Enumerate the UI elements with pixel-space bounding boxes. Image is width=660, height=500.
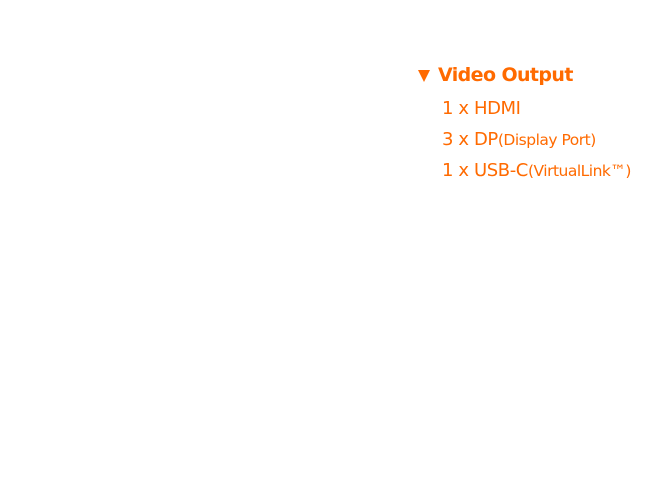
list-item: 3 x DP(Display Port) <box>442 124 658 155</box>
list-item: 1 x USB-C(VirtualLink™) <box>442 155 658 186</box>
video-output-title: Video Output <box>438 64 573 86</box>
video-output-list: 1 x HDMI 3 x DP(Display Port) 1 x USB-C(… <box>418 93 658 186</box>
output-port-label: 1 x HDMI <box>442 98 521 119</box>
video-output-section: Video Output 1 x HDMI 3 x DP(Display Por… <box>418 61 658 186</box>
video-output-header[interactable]: Video Output <box>418 61 658 89</box>
output-port-label: 1 x USB-C <box>442 160 528 181</box>
triangle-down-icon[interactable] <box>418 69 430 82</box>
output-port-note: (Display Port) <box>497 131 596 149</box>
output-port-note: (VirtualLink™) <box>527 162 631 180</box>
list-item: 1 x HDMI <box>442 93 658 124</box>
output-port-label: 3 x DP <box>442 129 498 150</box>
